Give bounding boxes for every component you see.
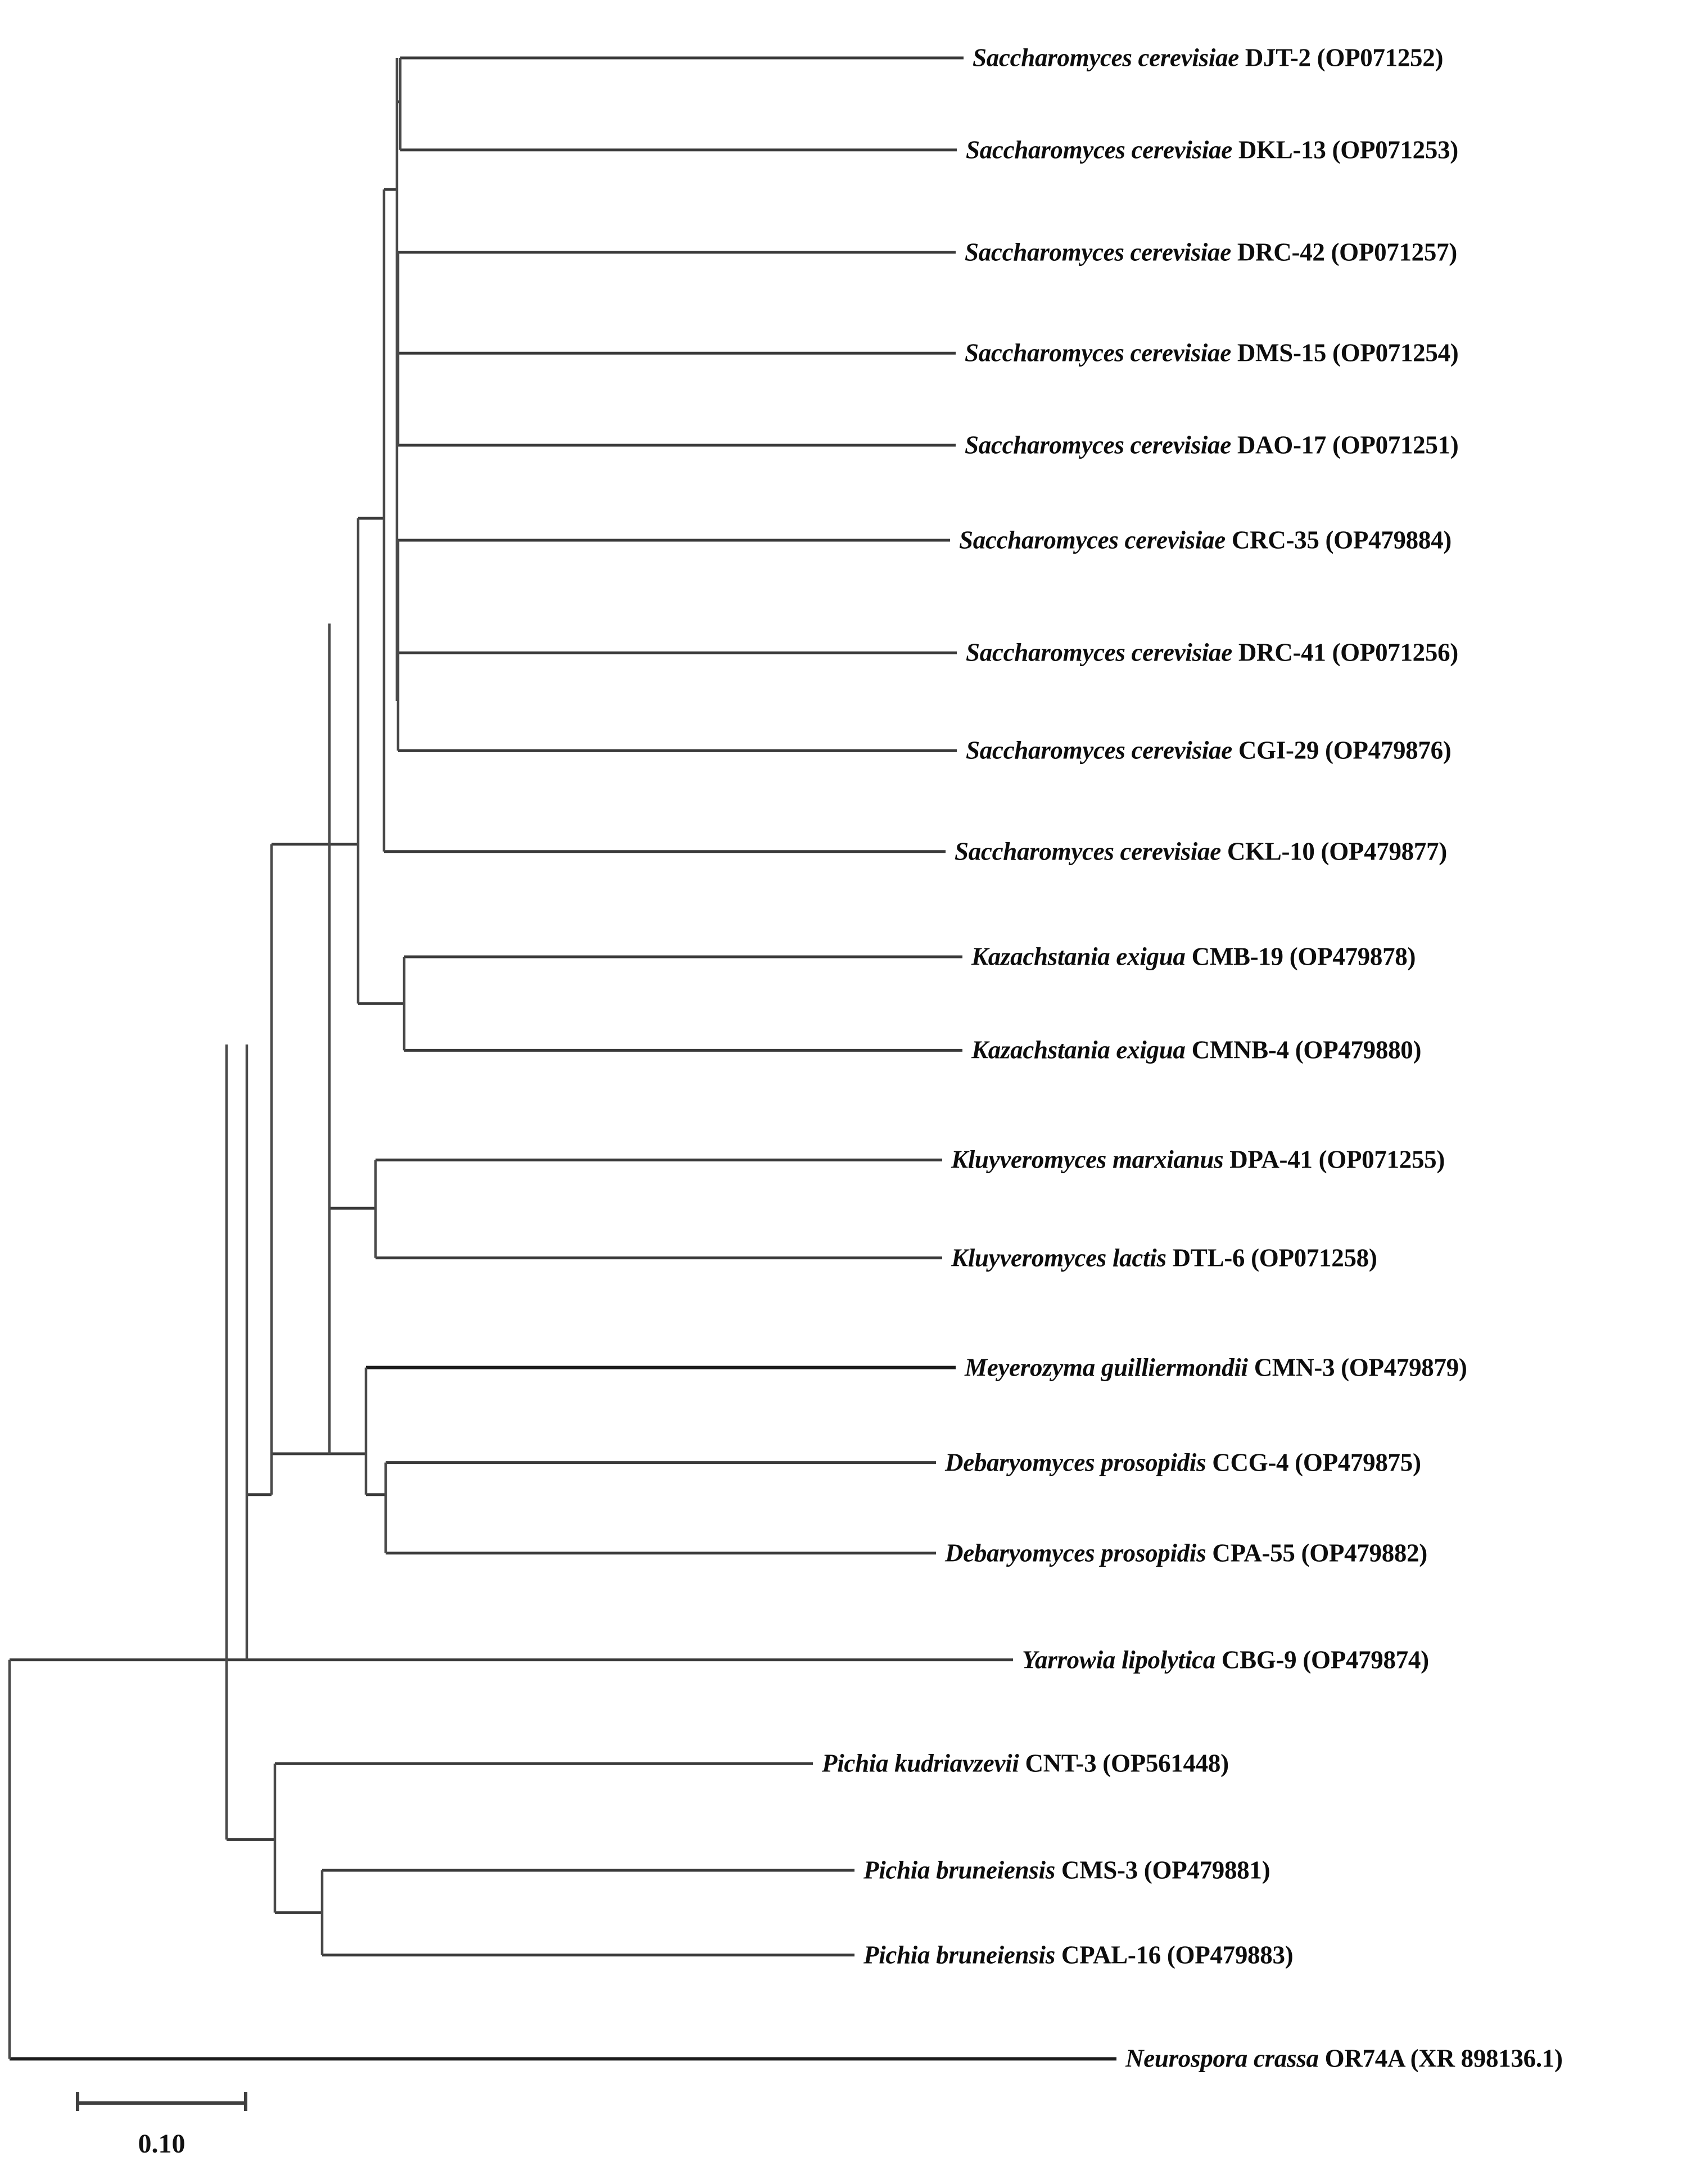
taxon-species-name: Yarrowia lipolytica [1022,1645,1215,1674]
taxon-strain-accession: CKL-10 (OP479877) [1227,837,1447,866]
scale-bar-label: 0.10 [138,2129,186,2159]
taxon-label-t20: Pichia bruneiensis CPAL-16 (OP479883) [863,1941,1294,1969]
taxon-label-t4: Saccharomyces cerevisiae DMS-15 (OP07125… [965,338,1459,367]
taxon-label-t16: Debaryomyces prosopidis CPA-55 (OP479882… [945,1540,1427,1566]
taxon-label-t18: Pichia kudriavzevii CNT-3 (OP561448) [822,1751,1229,1776]
taxon-label-t8: Saccharomyces cerevisiae CGI-29 (OP47987… [966,736,1452,765]
taxon-strain-accession: CMNB-4 (OP479880) [1191,1036,1422,1064]
taxon-species-name: Meyerozyma guilliermondii [965,1353,1248,1382]
taxon-label-t2: Saccharomyces cerevisiae DKL-13 (OP07125… [966,137,1458,162]
taxon-label-t3: Saccharomyces cerevisiae DRC-42 (OP07125… [965,239,1457,265]
taxon-label-t7: Saccharomyces cerevisiae DRC-41 (OP07125… [966,640,1458,666]
taxon-strain-accession: DKL-13 (OP071253) [1238,135,1458,164]
taxon-label-t14: Meyerozyma guilliermondii CMN-3 (OP47987… [965,1355,1467,1380]
taxon-strain-accession: DAO-17 (OP071251) [1237,431,1459,459]
taxon-species-name: Saccharomyces cerevisiae [973,43,1239,72]
taxon-species-name: Saccharomyces cerevisiae [965,338,1231,367]
taxon-label-t1: Saccharomyces cerevisiae DJT-2 (OP071252… [973,43,1444,72]
taxon-species-name: Saccharomyces cerevisiae [965,431,1231,459]
taxon-strain-accession: CRC-35 (OP479884) [1231,526,1452,554]
taxon-label-t21: Neurospora crassa OR74A (XR 898136.1) [1125,2046,1563,2072]
taxon-species-name: Debaryomyces prosopidis [945,1539,1206,1567]
taxon-strain-accession: CCG-4 (OP479875) [1212,1448,1421,1477]
horizontal-branches [10,56,1116,2061]
taxon-strain-accession: DRC-42 (OP071257) [1237,238,1457,266]
taxon-species-name: Pichia bruneiensis [863,1856,1055,1884]
taxon-species-name: Saccharomyces cerevisiae [966,135,1232,164]
taxon-species-name: Pichia bruneiensis [863,1941,1055,1969]
taxon-species-name: Neurospora crassa [1125,2044,1319,2073]
taxon-species-name: Kazachstania exigua [971,1036,1186,1064]
taxon-strain-accession: DRC-41 (OP071256) [1238,638,1458,667]
scale-bar-tick-right [244,2092,247,2111]
taxon-label-t9: Saccharomyces cerevisiae CKL-10 (OP47987… [955,839,1447,864]
taxon-label-t10: Kazachstania exigua CMB-19 (OP479878) [971,944,1416,970]
taxon-species-name: Kluyveromyces lactis [951,1244,1166,1272]
taxon-strain-accession: CNT-3 (OP561448) [1025,1749,1229,1778]
taxon-species-name: Saccharomyces cerevisiae [959,526,1226,554]
taxon-label-t17: Yarrowia lipolytica CBG-9 (OP479874) [1022,1647,1429,1672]
taxon-species-name: Kazachstania exigua [971,942,1186,971]
taxon-strain-accession: CMB-19 (OP479878) [1191,942,1416,971]
taxon-species-name: Kluyveromyces marxianus [951,1145,1224,1174]
taxon-label-t11: Kazachstania exigua CMNB-4 (OP479880) [971,1036,1422,1064]
taxon-label-t15: Debaryomyces prosopidis CCG-4 (OP479875) [945,1450,1421,1475]
taxon-strain-accession: DTL-6 (OP071258) [1172,1244,1377,1272]
taxon-strain-accession: CPA-55 (OP479882) [1212,1539,1427,1567]
scale-bar-tick-left [76,2092,79,2111]
taxon-species-name: Saccharomyces cerevisiae [965,238,1231,266]
taxon-strain-accession: OR74A (XR 898136.1) [1324,2044,1563,2073]
scale-bar-line [76,2101,247,2105]
taxon-label-t6: Saccharomyces cerevisiae CRC-35 (OP47988… [959,526,1452,554]
taxon-strain-accession: CGI-29 (OP479876) [1238,736,1452,765]
taxon-strain-accession: CBG-9 (OP479874) [1221,1645,1429,1674]
taxon-strain-accession: CMS-3 (OP479881) [1061,1856,1270,1884]
taxon-species-name: Debaryomyces prosopidis [945,1448,1206,1477]
taxon-strain-accession: DMS-15 (OP071254) [1237,338,1459,367]
taxon-label-t19: Pichia bruneiensis CMS-3 (OP479881) [863,1856,1270,1884]
taxon-species-name: Pichia kudriavzevii [822,1749,1019,1778]
taxon-strain-accession: CMN-3 (OP479879) [1254,1353,1467,1382]
vertical-connectors [8,58,406,2059]
taxon-label-t12: Kluyveromyces marxianus DPA-41 (OP071255… [951,1147,1445,1173]
taxon-label-t5: Saccharomyces cerevisiae DAO-17 (OP07125… [965,431,1459,459]
taxon-species-name: Saccharomyces cerevisiae [955,837,1221,866]
taxon-species-name: Saccharomyces cerevisiae [966,638,1232,667]
taxon-strain-accession: CPAL-16 (OP479883) [1061,1941,1294,1969]
taxon-strain-accession: DJT-2 (OP071252) [1245,43,1444,72]
taxon-species-name: Saccharomyces cerevisiae [966,736,1232,765]
taxon-strain-accession: DPA-41 (OP071255) [1229,1145,1445,1174]
taxon-label-t13: Kluyveromyces lactis DTL-6 (OP071258) [951,1245,1377,1270]
